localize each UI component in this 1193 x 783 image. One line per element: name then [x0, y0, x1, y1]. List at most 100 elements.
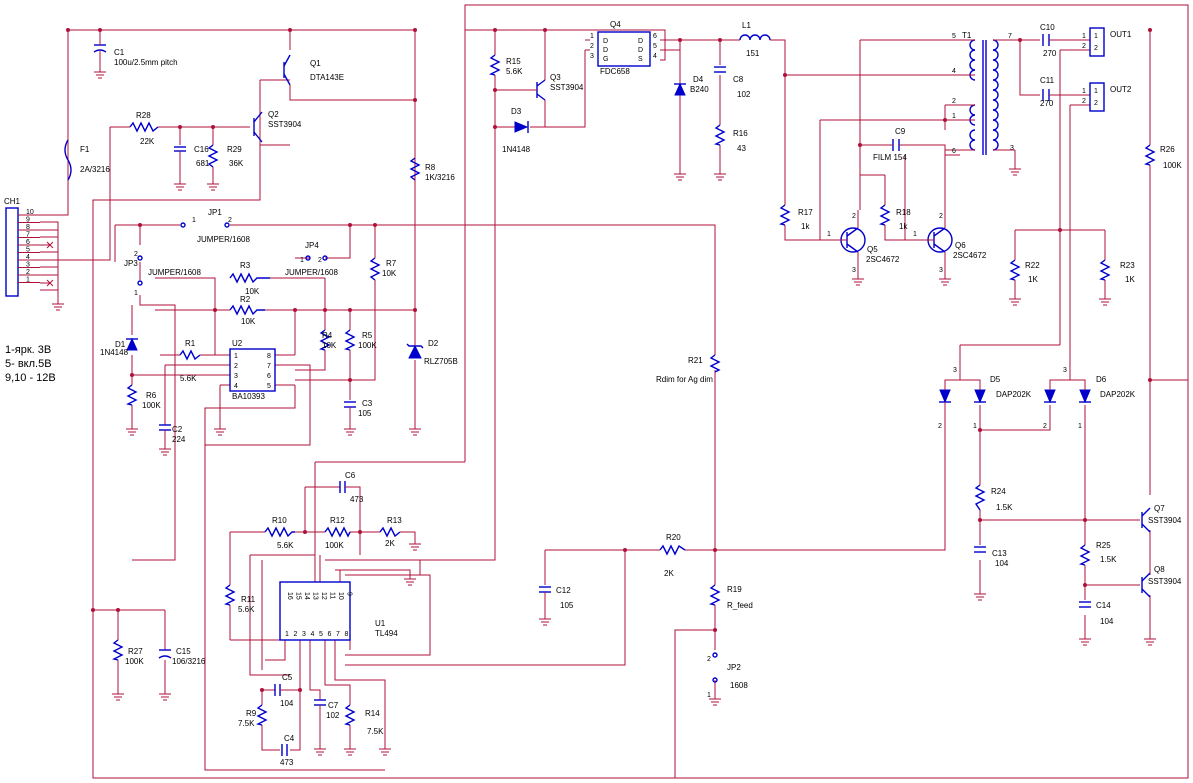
r12-value: 100K [325, 541, 344, 550]
r2-value: 10K [241, 317, 256, 326]
r25-ref: R25 [1096, 541, 1111, 550]
ch1-pin-label: 8 [26, 224, 30, 231]
ground-icon [159, 445, 171, 456]
r8-ref: R8 [425, 163, 436, 172]
q5-value: 2SC4672 [866, 255, 900, 264]
transistor-q1: Q1 DTA143E [283, 54, 344, 86]
capacitor-c15: C15 106/3216 [158, 647, 206, 666]
q4-pin-1: 1 [590, 33, 594, 40]
d5-pin-1: 1 [973, 423, 977, 430]
r5-ref: R5 [362, 331, 373, 340]
r11-ref: R11 [241, 595, 256, 604]
q4-label-d4: D [638, 47, 643, 54]
ground-icon [714, 170, 726, 181]
out1-inner-2: 2 [1094, 45, 1098, 52]
u1-pin-label-bottom: 5 [319, 631, 323, 638]
capacitor-c16: C16 681 [174, 145, 210, 180]
r3-ref: R3 [240, 261, 251, 270]
l1-ref: L1 [742, 21, 751, 30]
diode-d4: D4 B240 [674, 75, 709, 96]
ground-icon [974, 590, 986, 601]
r7-ref: R7 [386, 259, 397, 268]
note-line-1: 1-ярк. 3В [5, 344, 51, 356]
u1-pin-label-bottom: 1 [285, 631, 289, 638]
ch1-pin-label: 10 [26, 209, 34, 216]
t1-pin-3: 3 [1010, 145, 1014, 152]
resistor-r11: R11 5.6K [223, 584, 256, 614]
out1-inner-1: 1 [1094, 33, 1098, 40]
r26-ref: R26 [1160, 145, 1175, 154]
u1-pin-label-bottom: 6 [328, 631, 332, 638]
c13-value: 104 [995, 559, 1009, 568]
q7-value: SST3904 [1148, 516, 1182, 525]
c4-ref: C4 [284, 734, 295, 743]
q5-pin-2: 2 [852, 213, 856, 220]
capacitor-c11: C11 270 [1040, 76, 1060, 108]
q4-label-g: G [603, 56, 608, 63]
resistor-r16: R16 43 [713, 124, 748, 153]
c9-ref: C9 [895, 127, 906, 136]
u2-pin-6: 6 [267, 373, 271, 380]
resistor-r22: R22 1K [1008, 259, 1040, 284]
u2-pin-1: 1 [234, 353, 238, 360]
jumper-jp2: JP2 1608 2 1 [707, 652, 748, 699]
r29-value: 36K [229, 159, 244, 168]
q6-value: 2SC4672 [953, 251, 987, 260]
c15-value: 106/3216 [172, 657, 206, 666]
r15-value: 5.6K [506, 67, 523, 76]
resistor-r14: R14 7.5K [343, 704, 384, 736]
zener-d2: D2 RLZ705B [406, 339, 458, 366]
diode-d1: D1 1N4148 [100, 337, 138, 357]
u2-pin-3: 3 [234, 373, 238, 380]
d3-value: 1N4148 [502, 145, 531, 154]
u1-pin-label-top: 14 [303, 592, 310, 600]
ic-u2: U2 BA10393 1 2 3 4 8 7 6 5 [229, 339, 276, 401]
d5-pin-3: 3 [953, 367, 957, 374]
ch1-pin-label: 1 [26, 277, 30, 284]
d2-value: RLZ705B [424, 357, 458, 366]
r6-value: 100K [142, 401, 161, 410]
u1-value: TL494 [375, 629, 398, 638]
ground-icon [1144, 635, 1156, 646]
d4-value: B240 [690, 85, 709, 94]
jp1-value: JUMPER/1608 [197, 235, 250, 244]
resistor-r21: R21 Rdim for Ag dim [656, 354, 721, 384]
u2-pin-2: 2 [234, 363, 238, 370]
resistor-r26: R26 100K [1143, 144, 1182, 170]
u1-ref: U1 [375, 619, 386, 628]
d6-ref: D6 [1096, 375, 1107, 384]
q4-pin-6: 6 [653, 33, 657, 40]
ground-icon [379, 745, 391, 756]
r21-ref: R21 [688, 356, 703, 365]
ch1-pin-label: 3 [26, 262, 30, 269]
jumper-jp1: JP1 JUMPER/1608 1 2 [180, 208, 250, 244]
resistor-r29: R29 36K [207, 144, 244, 180]
t1-pin-2: 2 [952, 98, 956, 105]
r28-value: 22K [140, 137, 155, 146]
ground-icon [1009, 165, 1021, 176]
jp4-pin-2: 2 [318, 257, 322, 264]
capacitor-c2: C2 224 [159, 424, 186, 445]
r4-value: 10K [322, 341, 337, 350]
c11-ref: C11 [1040, 76, 1055, 85]
t1-pin-7: 7 [1008, 33, 1012, 40]
connector-out1: OUT1 1 2 1 2 [1082, 27, 1132, 57]
r19-ref: R19 [727, 585, 742, 594]
ground-icon [207, 180, 219, 191]
u2-pin-4: 4 [234, 383, 238, 390]
q1-ref: Q1 [310, 59, 321, 68]
r1-value: 5.6K [180, 374, 197, 383]
u1-pin-label-bottom: 3 [302, 631, 306, 638]
diode-d6: D6 DAP202K 3 2 1 [1043, 367, 1136, 430]
notes: 1-ярк. 3В 5- вкл.5В 9,10 - 12В [5, 344, 56, 384]
d5-pin-2: 2 [938, 423, 942, 430]
q6-pin-3: 3 [939, 267, 943, 274]
jp3-value: JUMPER/1608 [148, 268, 201, 277]
capacitor-c6: C6 473 [339, 471, 364, 504]
resistor-r3: R3 10K [229, 261, 270, 296]
r13-ref: R13 [387, 516, 402, 525]
q4-pin-3: 3 [590, 53, 594, 60]
inductor-l1: L1 151 [739, 21, 771, 58]
t1-ref: T1 [962, 31, 972, 40]
